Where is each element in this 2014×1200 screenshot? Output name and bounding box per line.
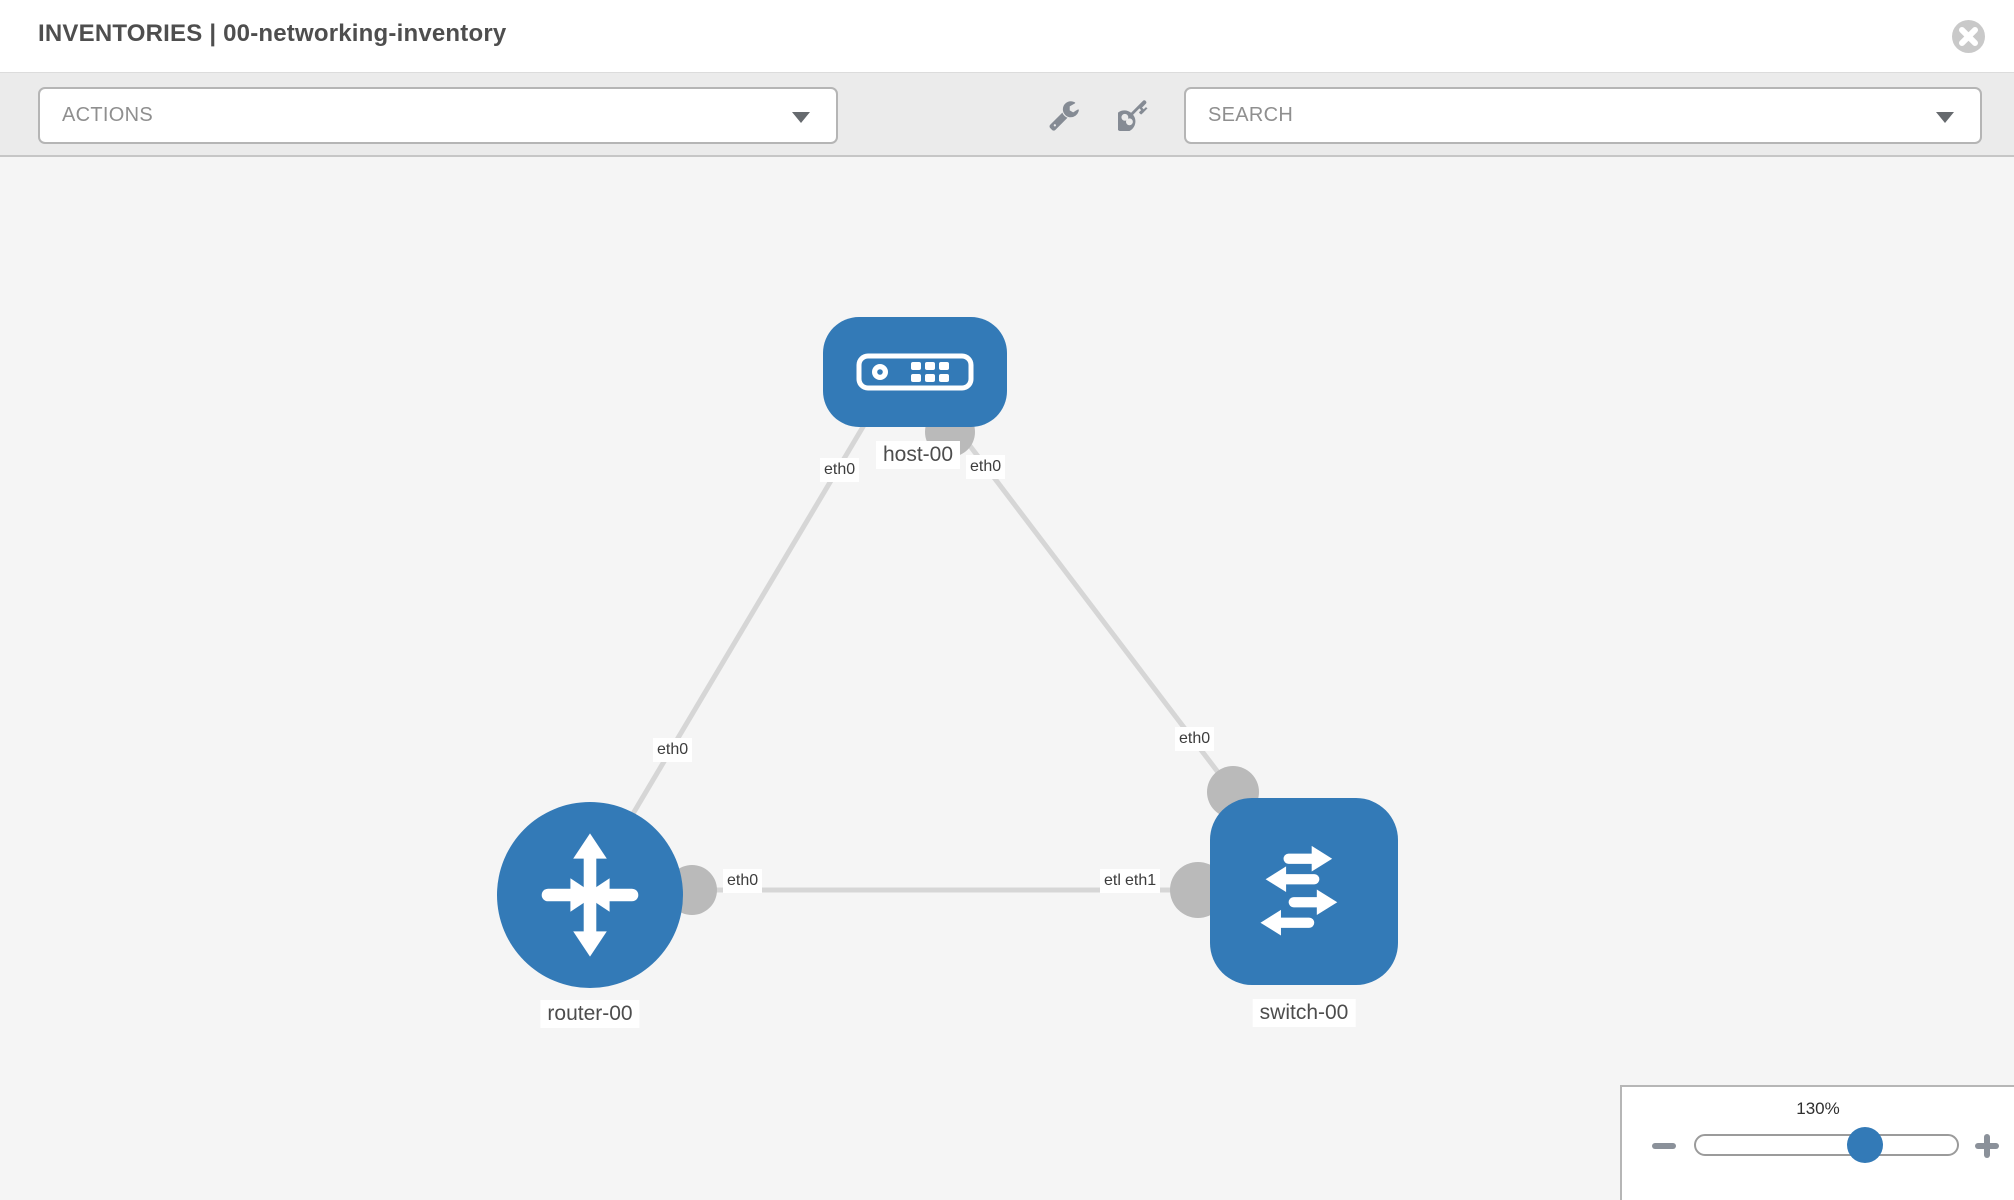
credentials-button[interactable] [1118,97,1154,133]
zoom-panel: 130% [1620,1085,2014,1200]
interface-label-eth0: eth0 [653,738,693,762]
node-router-00[interactable] [497,802,683,988]
chevron-down-icon [1936,111,1954,123]
node-label-router-00: router-00 [540,1000,640,1028]
header: INVENTORIES | 00-networking-inventory [0,0,2014,73]
interface-label-eth0: eth0 [820,458,860,482]
topology-links [600,413,1270,893]
interface-label-partial: etl [1100,869,1125,893]
switch-arrows-icon [1260,845,1338,936]
interface-label-eth0: eth0 [966,455,1006,479]
minus-icon [1652,1143,1676,1149]
actions-dropdown-label: ACTIONS [62,104,153,126]
interface-label-eth0: eth0 [1175,727,1215,751]
search-dropdown[interactable]: SEARCH [1184,87,1982,144]
actions-dropdown[interactable]: ACTIONS [38,87,838,144]
node-switch-00[interactable] [1210,798,1398,985]
wrench-icon [1049,101,1079,131]
chevron-down-icon [792,111,810,123]
node-host-00[interactable] [823,317,1007,427]
zoom-slider-handle[interactable] [1847,1127,1883,1163]
topology-canvas[interactable]: host-00 router-00 switch-00 eth0 eth0 et… [0,157,2014,1200]
search-dropdown-label: SEARCH [1208,104,1294,126]
plus-icon [1975,1134,1999,1158]
node-label-switch-00: switch-00 [1252,999,1356,1027]
zoom-out-button[interactable] [1649,1131,1679,1161]
configure-button[interactable] [1048,97,1084,133]
interface-label-eth0: eth0 [723,869,763,893]
close-button[interactable] [1951,19,1986,54]
link-host-router [609,413,873,851]
zoom-percentage: 130% [1796,1099,1840,1118]
node-label-host-00: host-00 [875,441,961,469]
key-icon [1118,100,1149,131]
close-icon [1952,20,1985,53]
router-arrows-icon [541,833,639,957]
zoom-slider-track[interactable] [1694,1134,1959,1156]
interface-label-eth1: eth1 [1121,869,1161,893]
page-title: INVENTORIES | 00-networking-inventory [38,20,507,47]
server-icon [856,353,974,391]
zoom-in-button[interactable] [1972,1131,2002,1161]
toolbar: ACTIONS SEARCH [0,73,2014,157]
